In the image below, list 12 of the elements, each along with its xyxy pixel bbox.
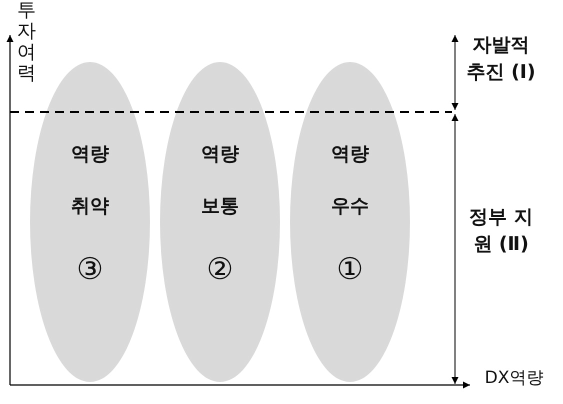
group-ellipse (160, 62, 280, 382)
group-label: 역량 보통 (200, 142, 240, 219)
group-label: 역량 취약 (70, 142, 110, 219)
group-number: ③ (76, 252, 104, 288)
axis-label: DX역량 (484, 368, 544, 388)
axis-label: 투자여력 (17, 0, 36, 84)
group-number: ② (206, 252, 234, 288)
group-label: 역량 우수 (330, 142, 370, 219)
group-number: ① (336, 252, 364, 288)
zone-label: 자발적 추진 (Ⅰ) (465, 33, 537, 85)
zone-label: 정부 지원 (Ⅱ) (468, 205, 534, 257)
group-ellipse (290, 62, 410, 382)
